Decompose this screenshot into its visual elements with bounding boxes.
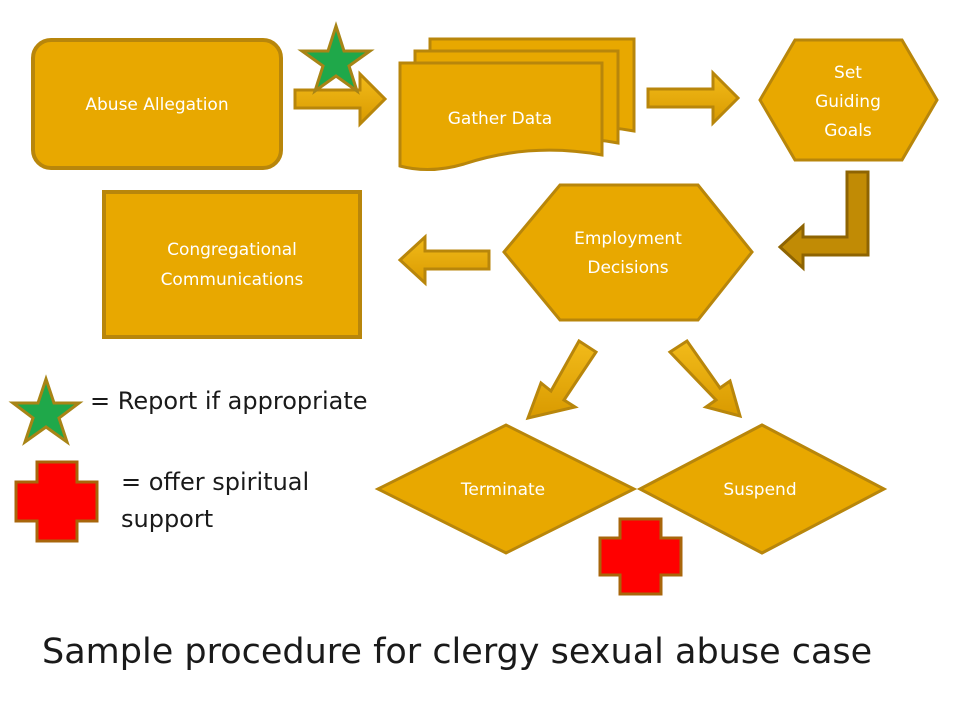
- slide-caption: Sample procedure for clergy sexual abuse…: [42, 632, 873, 672]
- node-terminate: Terminate: [374, 423, 638, 555]
- legend-report-label: = Report if appropriate: [90, 387, 368, 415]
- legend-cross-icon: [14, 460, 99, 543]
- node-abuse-allegation: Abuse Allegation: [31, 38, 283, 170]
- node-employment-decisions: Employment Decisions: [502, 183, 754, 322]
- node-congregational-communications: Congregational Communications: [102, 190, 362, 339]
- arrow-to-congregational-communications: [397, 233, 491, 287]
- arrow-to-gather-data: [293, 70, 388, 128]
- node-congregational-label-line2: Communications: [161, 270, 304, 290]
- node-set-goals-label-line3: Goals: [824, 121, 872, 141]
- node-gather-data: Gather Data: [398, 37, 636, 172]
- legend-support-label-line1: = offer spiritual: [121, 468, 310, 496]
- arrow-to-set-goals: [646, 69, 741, 127]
- node-suspend: Suspend: [636, 423, 888, 555]
- legend-support-label-line2: support: [121, 505, 214, 533]
- legend-star-icon: [8, 374, 84, 446]
- node-set-guiding-goals: Set Guiding Goals: [758, 38, 939, 162]
- node-gather-data-label: Gather Data: [448, 109, 552, 129]
- spiritual-support-cross-icon: [598, 517, 683, 596]
- node-employment-label-line2: Decisions: [587, 258, 668, 278]
- report-star-icon: [297, 21, 375, 95]
- node-employment-label-line1: Employment: [574, 229, 682, 249]
- node-suspend-label: Suspend: [723, 480, 796, 500]
- node-set-goals-label-line1: Set: [834, 63, 862, 83]
- node-set-goals-label-line2: Guiding: [815, 92, 881, 112]
- arrow-to-employment-decisions: [777, 170, 870, 272]
- node-congregational-label-line1: Congregational: [167, 240, 297, 260]
- arrow-to-suspend: [667, 338, 743, 419]
- arrow-to-terminate: [525, 338, 599, 421]
- node-abuse-allegation-label: Abuse Allegation: [85, 95, 228, 115]
- node-terminate-label: Terminate: [460, 480, 545, 500]
